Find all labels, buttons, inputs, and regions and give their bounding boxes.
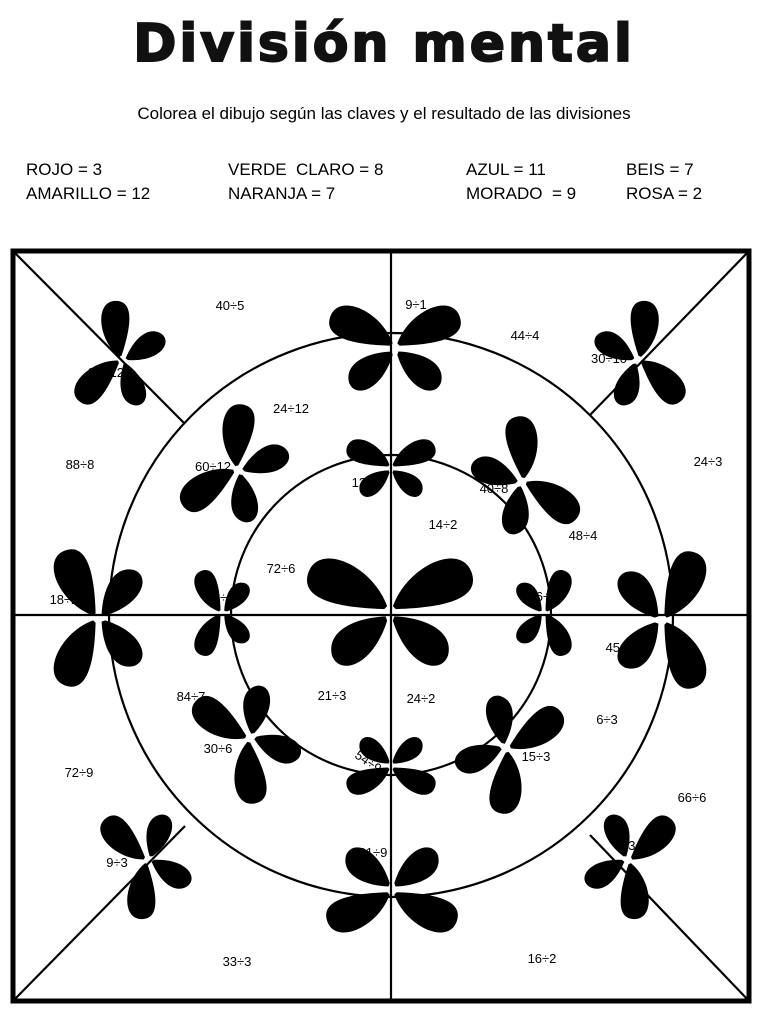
- region-label: 21÷3: [318, 688, 347, 703]
- region-label: 72÷9: [65, 765, 94, 780]
- region-label: 24÷3: [694, 454, 723, 469]
- butterfly-label: 40÷8: [480, 481, 509, 496]
- page-title: División mental: [132, 13, 635, 75]
- butterfly-label: 30÷10: [591, 351, 627, 366]
- butterfly-label: 12÷2: [352, 475, 381, 490]
- region-labels: 40÷5 44÷4 24÷12 88÷8 24÷3 14÷2 48÷4 72÷6…: [65, 298, 723, 969]
- region-label: 14÷2: [429, 517, 458, 532]
- butterfly-label: 81÷9: [359, 845, 388, 860]
- region-label: 24÷12: [273, 401, 309, 416]
- region-label: 33÷3: [223, 954, 252, 969]
- butterfly-label: 18÷2: [50, 592, 79, 607]
- color-key-light-green: VERDE CLARO = 8: [228, 160, 384, 179]
- butterfly-label: 9÷3: [106, 855, 128, 870]
- color-key-pink: ROSA = 2: [626, 184, 703, 203]
- region-label: 44÷4: [511, 328, 540, 343]
- butterfly-label: 60÷12: [195, 459, 231, 474]
- region-label: 6÷3: [596, 712, 618, 727]
- color-key-purple: MORADO = 9: [466, 184, 577, 203]
- region-label: 24÷2: [407, 691, 436, 706]
- color-key-red: ROJO = 3: [26, 160, 103, 179]
- butterfly-label: 18÷3: [206, 590, 235, 605]
- region-label: 84÷7: [177, 689, 206, 704]
- region-label: 66÷6: [678, 790, 707, 805]
- butterfly-label: 3÷1: [628, 838, 650, 853]
- butterfly-label: 45÷5: [606, 640, 635, 655]
- region-label: 88÷8: [66, 457, 95, 472]
- butterfly-label: 36÷6: [529, 589, 558, 604]
- color-key-blue: AZUL = 11: [466, 160, 546, 179]
- region-label: 48÷4: [569, 528, 598, 543]
- butterfly-label: 36÷12: [88, 365, 124, 380]
- butterfly-labels: 9÷1 36÷12 30÷10 60÷12 12÷2 40÷8 18÷2 18÷…: [50, 297, 650, 870]
- butterfly-label: 24÷8: [334, 580, 363, 595]
- color-key-yellow: AMARILLO = 12: [26, 184, 151, 203]
- instructions: Colorea el dibujo según las claves y el …: [137, 104, 631, 123]
- butterfly-label: 30÷6: [204, 741, 233, 756]
- region-label: 16÷2: [528, 951, 557, 966]
- butterfly-label: 15÷3: [522, 749, 551, 764]
- color-key-beige: BEIS = 7: [626, 160, 694, 179]
- butterfly-17: [576, 796, 680, 924]
- butterfly-label: 9÷1: [405, 297, 427, 312]
- region-label: 40÷5: [216, 298, 245, 313]
- color-key-orange: NARANJA = 7: [228, 184, 336, 203]
- region-label: 72÷6: [267, 561, 296, 576]
